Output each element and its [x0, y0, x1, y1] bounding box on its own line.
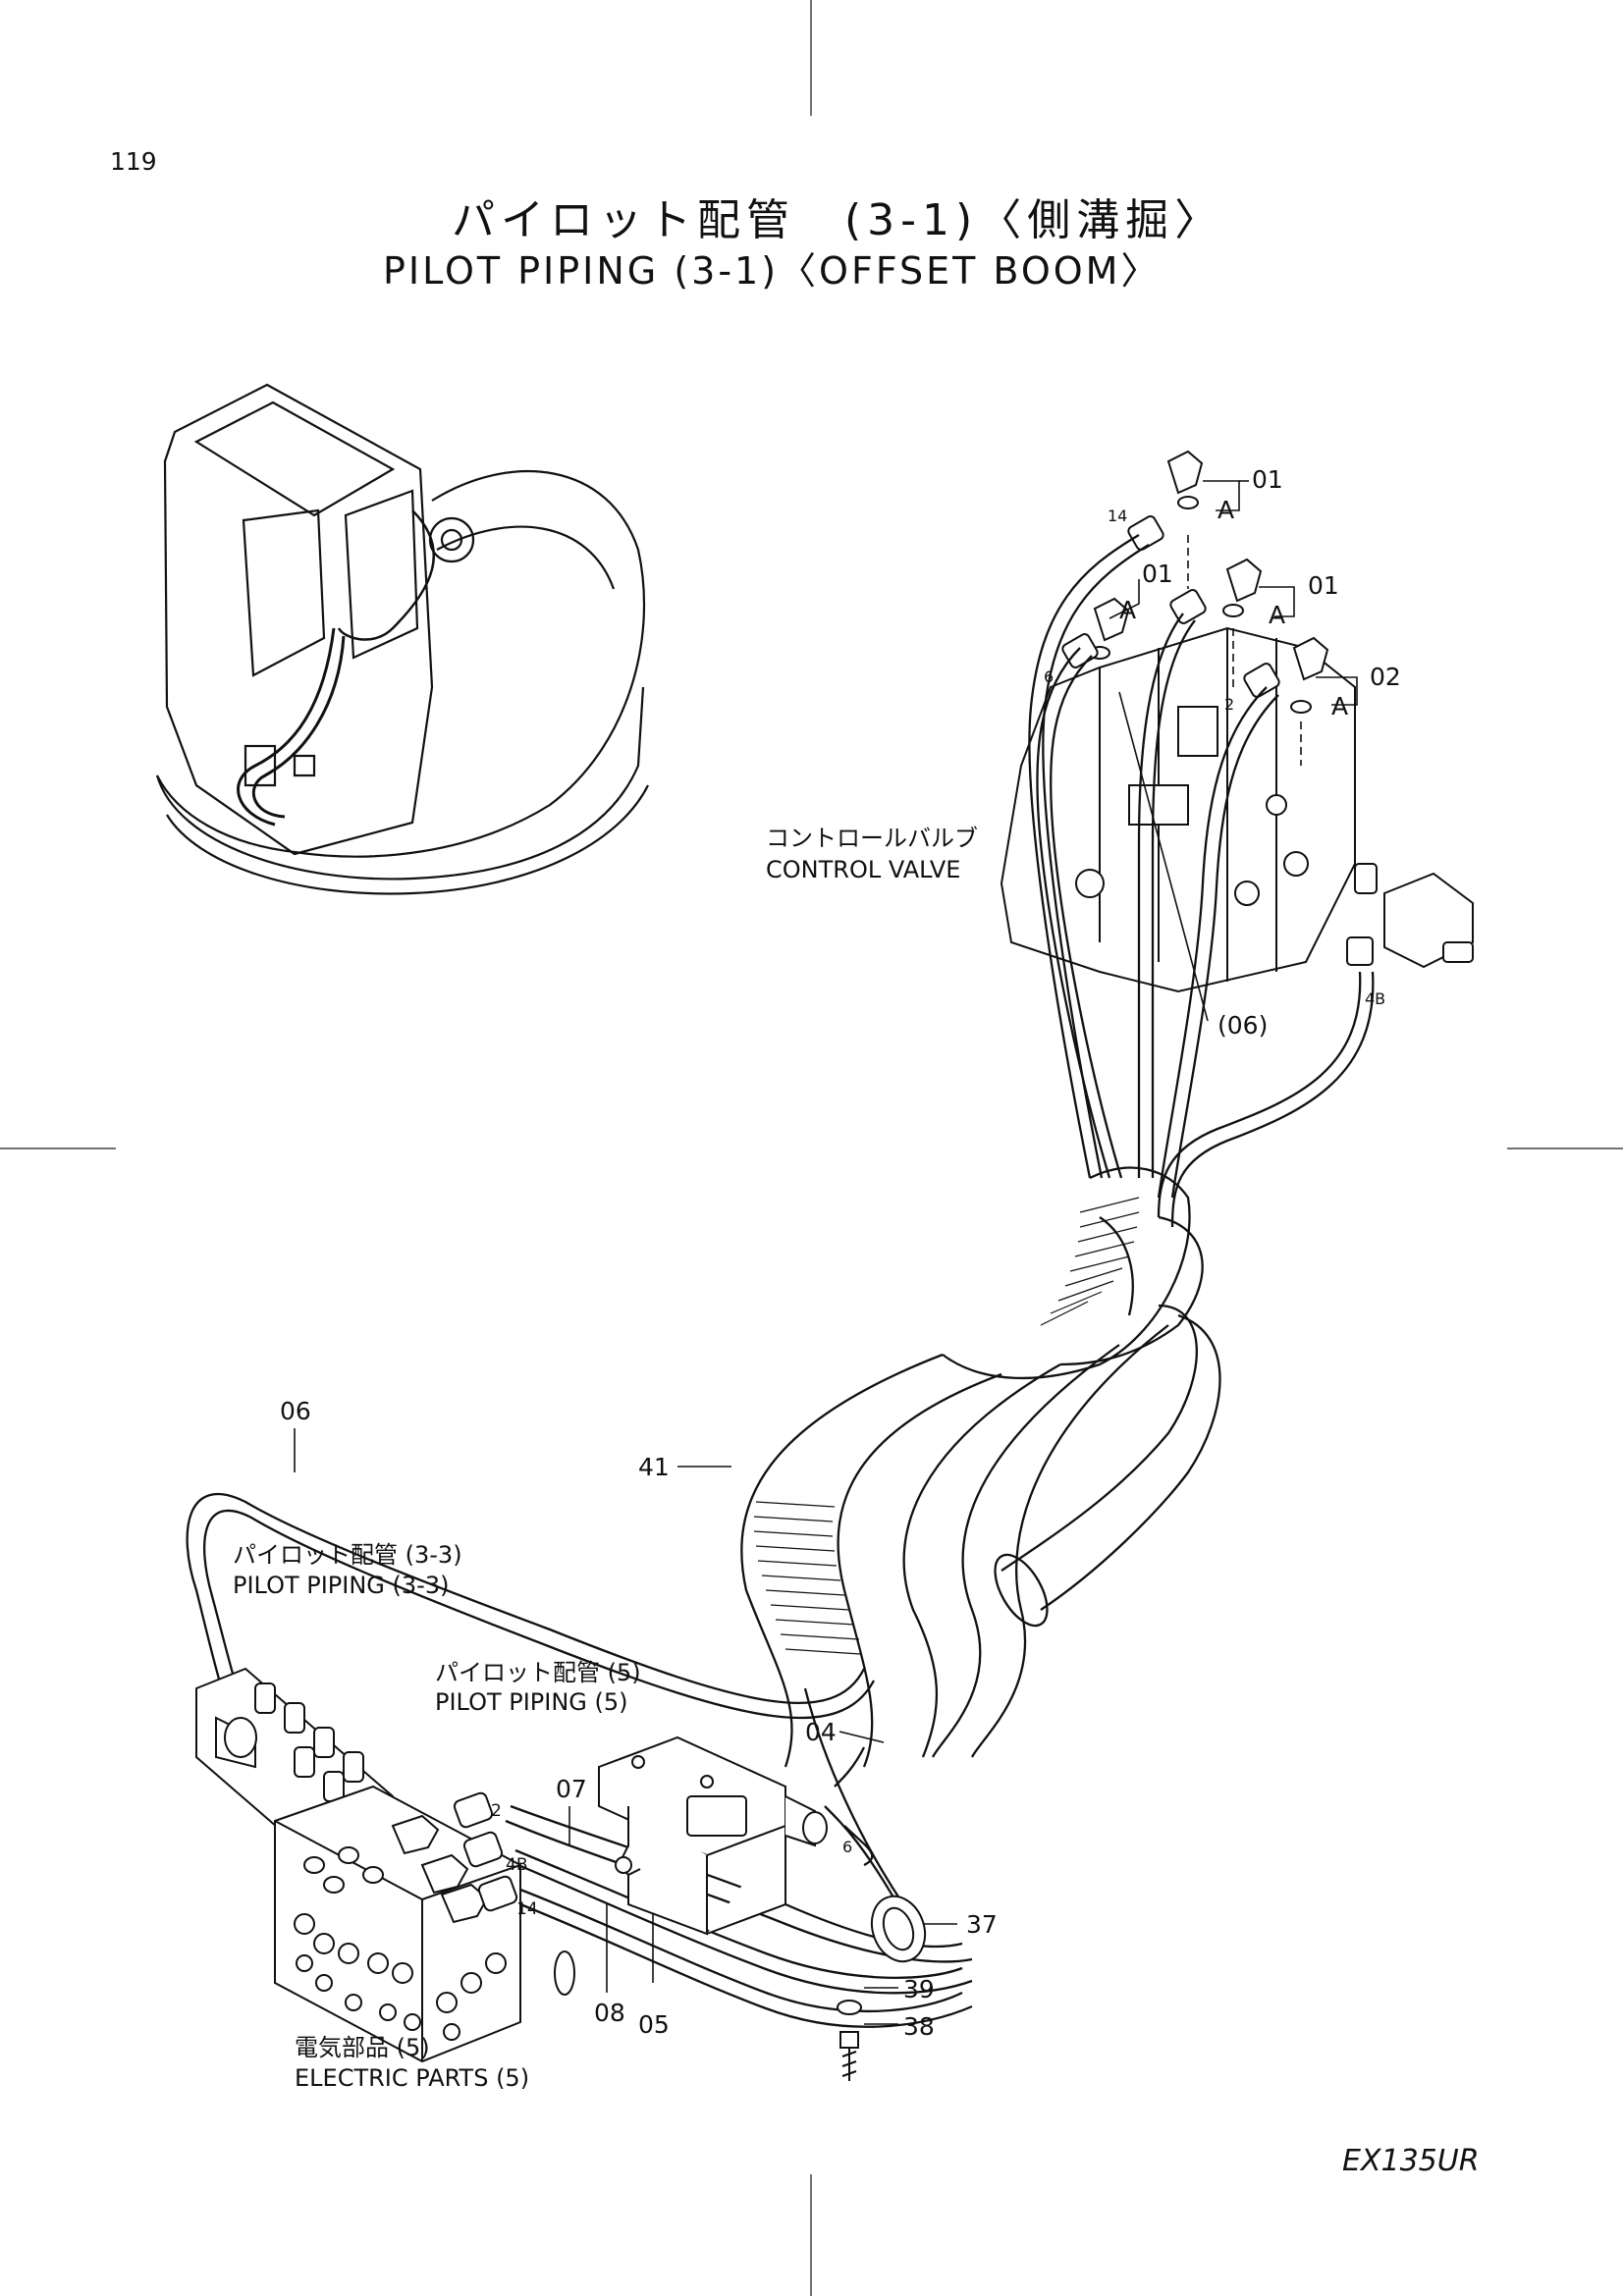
callout-01-top: 01 [1252, 465, 1283, 494]
electric-parts-label-en: ELECTRIC PARTS (5) [295, 2064, 530, 2092]
hose-end-4b-bottom: 4B [506, 1855, 528, 1875]
callout-a-3: A [1269, 601, 1286, 629]
pilot-3-3-label-jp: パイロット配管 (3-3) [233, 1541, 462, 1569]
clamp-37 [837, 1895, 927, 2081]
callout-a-1: A [1217, 496, 1235, 524]
callout-a-2: A [1119, 596, 1137, 624]
hose-end-6-top: 6 [1044, 667, 1055, 686]
page-title-jp: パイロット配管 (3-1)〈側溝掘〉 [452, 195, 1224, 245]
pilot5-bracket [598, 1735, 828, 1936]
callout-leaders-lower [294, 1428, 957, 2025]
callout-41: 41 [638, 1453, 670, 1481]
callout-06: 06 [280, 1397, 311, 1425]
electric-parts-label-jp: 電気部品 (5) [295, 2034, 430, 2061]
callout-02: 02 [1370, 663, 1401, 691]
hose-end-6-bottom: 6 [842, 1838, 853, 1856]
control-valve-label-en: CONTROL VALVE [766, 856, 961, 883]
control-valve-drawing [1000, 626, 1474, 993]
pilot-5-label-en: PILOT PIPING (5) [435, 1688, 628, 1716]
callout-leaders-upper [1109, 480, 1358, 1022]
hose-end-2-top: 2 [1224, 695, 1235, 714]
pilot-5-label-jp: パイロット配管 (5) [435, 1659, 641, 1686]
callout-07: 07 [556, 1775, 587, 1803]
callout-38: 38 [903, 2012, 935, 2041]
callout-37: 37 [966, 1910, 998, 1939]
callout-08: 08 [594, 1999, 625, 2027]
callout-05: 05 [638, 2010, 670, 2039]
hose-end-14-top: 14 [1108, 507, 1128, 525]
pilot-3-3-label-en: PILOT PIPING (3-3) [233, 1572, 450, 1599]
control-valve-label-jp: コントロールバルブ [766, 825, 978, 852]
page-title-en: PILOT PIPING (3-1)〈OFFSET BOOM〉 [383, 249, 1162, 293]
callout-a-4: A [1331, 692, 1349, 721]
callout-06-paren: (06) [1217, 1011, 1269, 1040]
callout-01-right: 01 [1308, 571, 1339, 600]
model-number: EX135UR [1342, 2144, 1480, 2178]
callout-04: 04 [805, 1718, 837, 1746]
excavator-overview [155, 383, 649, 895]
page-number: 119 [110, 147, 157, 176]
hose-end-2-bottom: 2 [491, 1801, 502, 1821]
hose-end-4b-top: 4B [1365, 989, 1386, 1008]
callout-39: 39 [903, 1975, 935, 2003]
hose-bundle [186, 534, 1375, 2028]
electric-parts-block [274, 1785, 575, 2063]
hose-end-14-bottom: 14 [516, 1899, 538, 1919]
callout-01-left: 01 [1142, 560, 1173, 588]
